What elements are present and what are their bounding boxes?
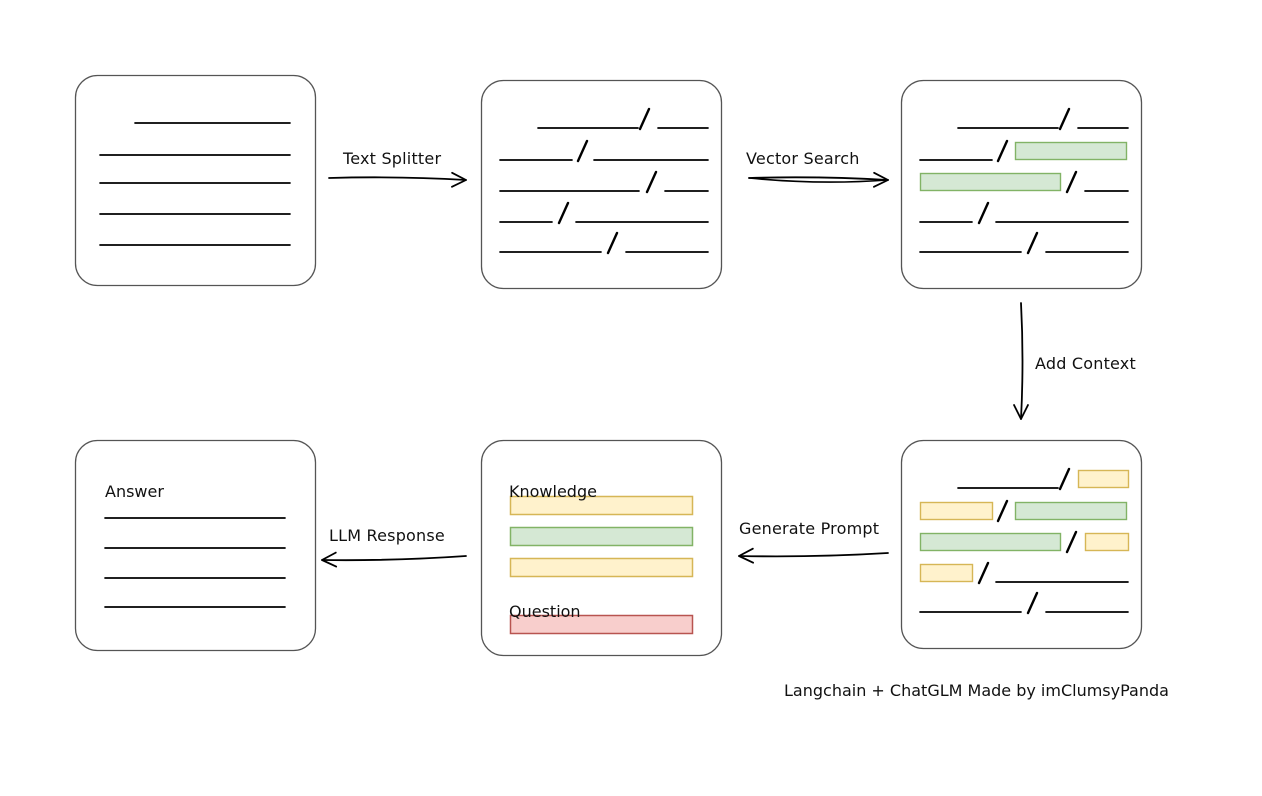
slash-separator [606, 231, 619, 255]
slash-separator [977, 201, 990, 225]
split-chunks-frame [480, 79, 723, 290]
highlight-chip-yellow [919, 501, 994, 521]
prompt-heading: Knowledge [509, 482, 597, 501]
answer-heading: Answer [105, 482, 164, 501]
answer-frame [74, 439, 317, 652]
arrow-shaft [328, 176, 467, 181]
prompt-heading: Question [509, 602, 581, 621]
footer-credit: Langchain + ChatGLM Made by imClumsyPand… [784, 681, 1169, 700]
highlight-chip-green [1014, 141, 1128, 161]
arrow-shaft [738, 552, 889, 558]
slash-separator [1065, 170, 1078, 194]
slash-separator [1065, 530, 1078, 554]
content-bar-green [509, 526, 694, 547]
source-document-frame [74, 74, 317, 287]
prompt-frame [480, 439, 723, 657]
edge-llm-response [321, 551, 467, 568]
arrow-head [873, 171, 889, 188]
arrow-head [1013, 404, 1029, 420]
source-document-box [74, 74, 317, 287]
answer-box [74, 439, 317, 652]
split-chunks-box [480, 79, 723, 290]
content-bar-red [509, 614, 694, 635]
slash-separator [576, 139, 589, 163]
edge-add-context-label: Add Context [1035, 354, 1136, 373]
edge-text-splitter-label: Text Splitter [343, 149, 442, 168]
highlight-chip-yellow [1084, 532, 1130, 552]
highlight-chip-yellow [919, 563, 974, 583]
arrow-head [738, 547, 755, 564]
edge-generate-prompt-label: Generate Prompt [739, 519, 880, 538]
edge-text-splitter [328, 171, 467, 188]
arrow-shaft-secondary [748, 177, 889, 183]
edge-generate-prompt [738, 547, 889, 564]
arrow-head [321, 551, 338, 568]
slash-separator [638, 107, 651, 131]
highlight-chip-green [919, 532, 1062, 552]
prompt-box [480, 439, 723, 657]
slash-separator [1026, 591, 1039, 615]
highlight-chip-green [919, 172, 1062, 192]
matched-chunks-box [900, 79, 1143, 290]
slash-separator [1058, 467, 1071, 491]
slash-separator [1026, 231, 1039, 255]
slash-separator [645, 170, 658, 194]
edge-vector-search [748, 171, 889, 188]
slash-separator [996, 139, 1009, 163]
context-chunks-box [900, 439, 1143, 650]
slash-separator [1058, 107, 1071, 131]
slash-separator [996, 499, 1009, 523]
highlight-chip-yellow [1077, 469, 1130, 489]
slash-separator [977, 561, 990, 585]
content-bar-yellow [509, 495, 694, 516]
edge-add-context [1013, 302, 1029, 420]
edge-vector-search-label: Vector Search [746, 149, 860, 168]
content-bar-yellow [509, 557, 694, 578]
arrow-head [450, 171, 467, 188]
arrow-shaft [321, 555, 467, 562]
slash-separator [557, 201, 570, 225]
edge-llm-response-label: LLM Response [329, 526, 445, 545]
arrow-shaft [748, 176, 889, 181]
highlight-chip-green [1014, 501, 1128, 521]
arrow-shaft [1020, 302, 1024, 420]
